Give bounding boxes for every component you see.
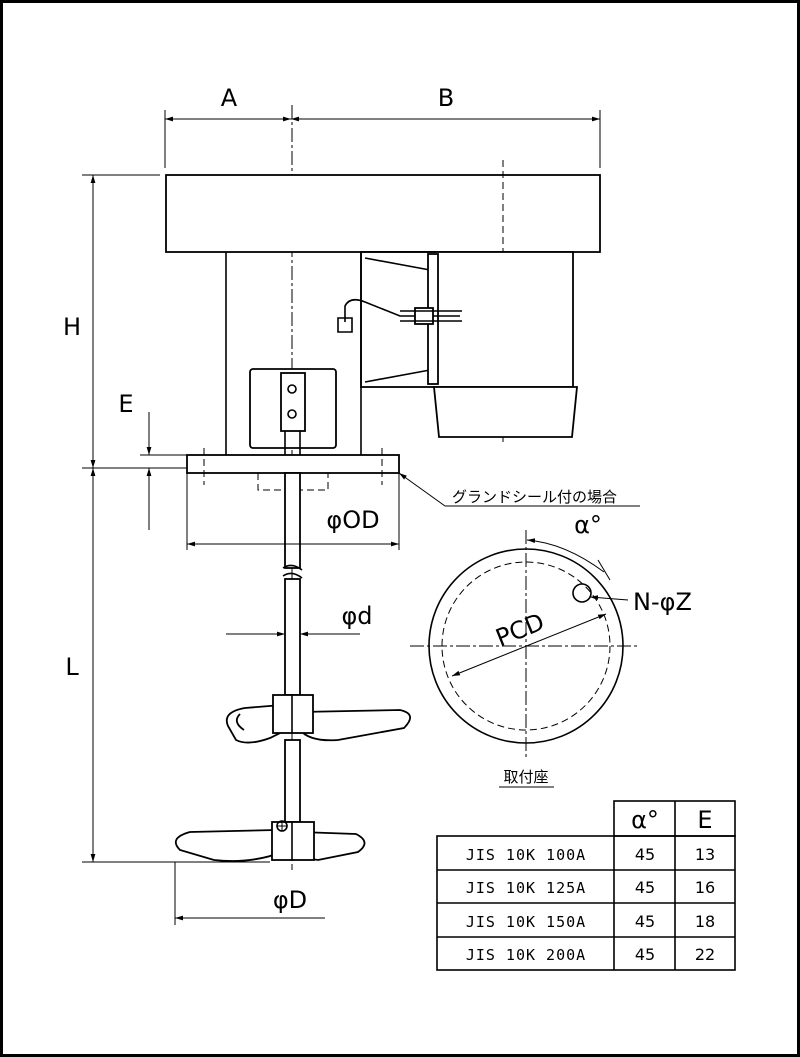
- bolt-hole: [572, 583, 592, 603]
- label-od: φOD: [326, 506, 379, 534]
- dimension-od: φOD グランドシール付の場合: [186, 472, 640, 550]
- dimension-h-e-l: H L E: [63, 174, 270, 863]
- label-a: A: [221, 84, 238, 112]
- table-cell-e: 22: [695, 945, 715, 964]
- table-header-e: E: [697, 806, 712, 834]
- spec-table: α° E JIS 10K 100A 45 13 JIS 10K 125A 45 …: [436, 800, 736, 971]
- label-nz: N-φZ: [633, 588, 692, 616]
- mounting-seat-label: 取付座: [503, 768, 548, 786]
- table-cell-spec: JIS 10K 150A: [466, 913, 586, 931]
- table-cell-e: 18: [695, 912, 715, 931]
- dimension-d-small: φd: [226, 602, 373, 637]
- table-cell-alpha: 45: [635, 912, 655, 931]
- label-alpha: α°: [574, 511, 602, 539]
- motor: [165, 160, 601, 445]
- upper-impeller: [225, 694, 411, 744]
- table-cell-spec: JIS 10K 200A: [466, 946, 586, 964]
- table-cell-alpha: 45: [635, 845, 655, 864]
- label-b: B: [438, 84, 454, 112]
- lower-impeller: [174, 820, 366, 862]
- dimension-d-large: φD: [174, 862, 325, 925]
- label-h: H: [63, 313, 81, 341]
- table-cell-alpha: 45: [635, 945, 655, 964]
- gland-seal-note: グランドシール付の場合: [452, 488, 617, 506]
- label-e: E: [118, 390, 133, 418]
- table-cell-spec: JIS 10K 100A: [466, 846, 586, 864]
- label-d-large: φD: [273, 886, 307, 914]
- label-d-small: φd: [341, 602, 372, 630]
- table-cell-e: 13: [695, 845, 715, 864]
- table-cell-alpha: 45: [635, 878, 655, 897]
- shaft: [282, 472, 303, 823]
- mounting-seat: PCD α° N-φZ 取付座: [410, 511, 692, 788]
- table-header-alpha: α°: [631, 806, 659, 834]
- table-cell-spec: JIS 10K 125A: [466, 879, 586, 897]
- label-l: L: [65, 653, 79, 681]
- pedestal: [186, 252, 400, 491]
- table-cell-e: 16: [695, 878, 715, 897]
- dimension-a-b: A B: [164, 84, 601, 168]
